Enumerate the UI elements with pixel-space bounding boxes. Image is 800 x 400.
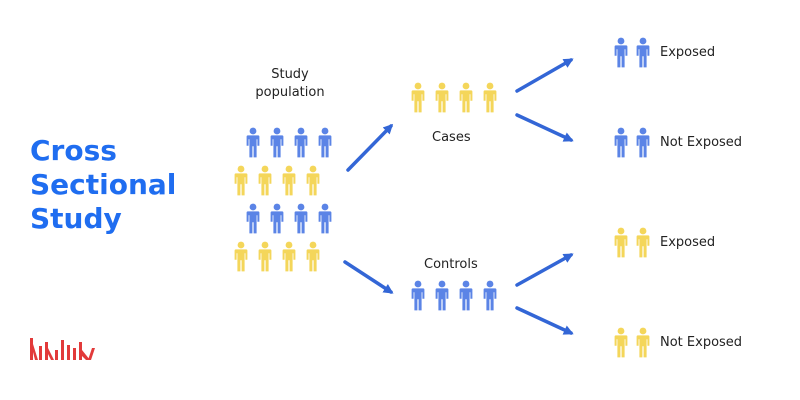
person-icon bbox=[483, 82, 497, 113]
arrow-icon bbox=[515, 306, 574, 335]
controls-exposed-label: Exposed bbox=[660, 235, 716, 250]
person-icon bbox=[282, 165, 296, 196]
person-icon bbox=[636, 227, 650, 258]
study-population-text: Study population bbox=[255, 67, 325, 100]
person-icon bbox=[483, 280, 497, 311]
person-icon bbox=[234, 165, 248, 196]
title-line-3: Study bbox=[30, 202, 122, 235]
arrow-icon bbox=[346, 123, 394, 172]
person-icon bbox=[318, 127, 332, 158]
person-icon bbox=[459, 82, 473, 113]
title-line-1: Cross bbox=[30, 134, 117, 167]
controls-label: Controls bbox=[424, 257, 478, 272]
cases-exposed-pair bbox=[614, 37, 650, 68]
person-icon bbox=[435, 82, 449, 113]
arrow-icon bbox=[515, 253, 574, 287]
arrow-icon bbox=[515, 58, 574, 93]
title-line-2: Sectional bbox=[30, 168, 177, 201]
controls-not-exposed-pair bbox=[614, 327, 650, 358]
person-icon bbox=[459, 280, 473, 311]
cases-group bbox=[411, 82, 497, 113]
person-icon bbox=[270, 127, 284, 158]
population-group bbox=[234, 127, 332, 272]
person-icon bbox=[258, 165, 272, 196]
person-icon bbox=[614, 37, 628, 68]
person-icon bbox=[411, 280, 425, 311]
study-population-label: Study population bbox=[245, 66, 335, 102]
person-icon bbox=[294, 127, 308, 158]
controls-group bbox=[411, 280, 497, 311]
person-icon bbox=[614, 127, 628, 158]
arrow-icon bbox=[343, 260, 394, 294]
cases-not-exposed-label: Not Exposed bbox=[660, 135, 743, 150]
brand-logo-icon bbox=[30, 338, 95, 360]
person-icon bbox=[246, 127, 260, 158]
person-icon bbox=[270, 203, 284, 234]
person-icon bbox=[258, 241, 272, 272]
person-icon bbox=[614, 227, 628, 258]
person-icon bbox=[246, 203, 260, 234]
person-icon bbox=[318, 203, 332, 234]
diagram-title: Cross Sectional Study bbox=[30, 134, 176, 236]
person-icon bbox=[435, 280, 449, 311]
arrow-icon bbox=[515, 113, 574, 142]
person-icon bbox=[636, 327, 650, 358]
cases-exposed-label: Exposed bbox=[660, 45, 716, 60]
person-icon bbox=[636, 37, 650, 68]
person-icon bbox=[306, 165, 320, 196]
person-icon bbox=[614, 327, 628, 358]
controls-not-exposed-label: Not Exposed bbox=[660, 335, 743, 350]
person-icon bbox=[306, 241, 320, 272]
person-icon bbox=[411, 82, 425, 113]
cases-label: Cases bbox=[432, 130, 471, 145]
cases-not-exposed-pair bbox=[614, 127, 650, 158]
person-icon bbox=[636, 127, 650, 158]
person-icon bbox=[234, 241, 248, 272]
controls-exposed-pair bbox=[614, 227, 650, 258]
person-icon bbox=[282, 241, 296, 272]
person-icon bbox=[294, 203, 308, 234]
